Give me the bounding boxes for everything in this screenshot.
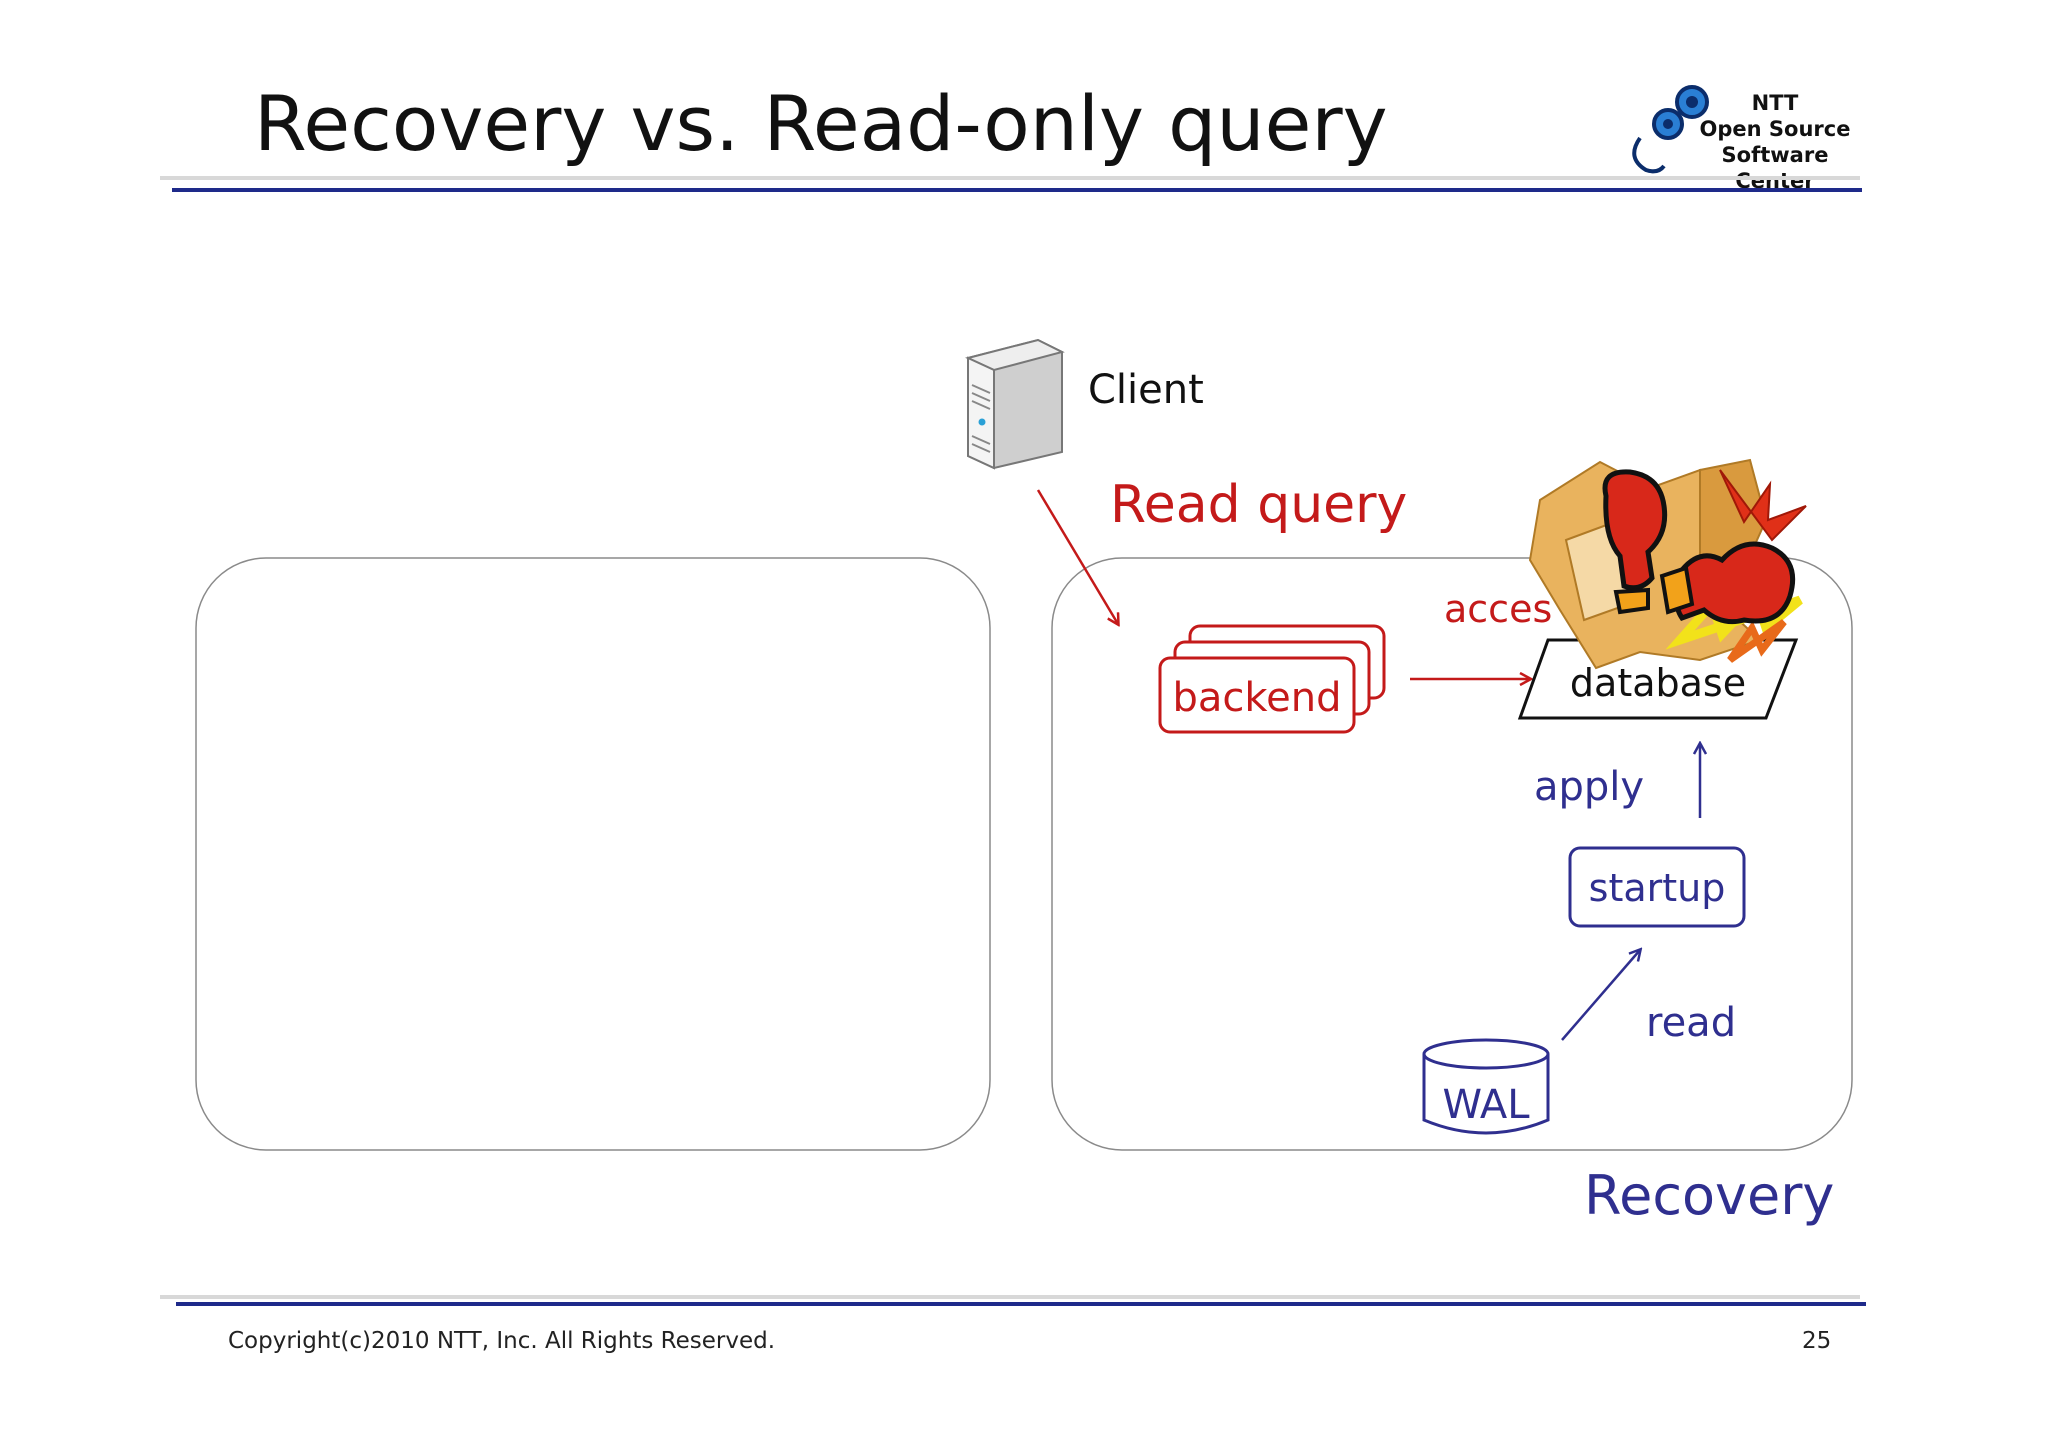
logo-line-open-source: Open Source: [1699, 117, 1851, 141]
page-number: 25: [1802, 1328, 1832, 1354]
read-query-arrow: [1036, 489, 1118, 624]
left-server-box: [195, 557, 991, 1151]
logo-circle-inner: [1686, 96, 1698, 108]
logo-swoosh: [1632, 136, 1666, 174]
ntt-logo: [1632, 85, 1709, 174]
logo-circle-mid-inner: [1663, 119, 1673, 129]
client-computer-icon: [965, 338, 1065, 470]
backend-stack: [1158, 624, 1386, 734]
client-label: Client: [1088, 367, 1204, 413]
read-query-label: Read query: [1110, 475, 1407, 535]
title-rule: [160, 176, 1862, 192]
footer-rule: [160, 1295, 1866, 1306]
startup-box: [1568, 846, 1746, 928]
footer-copyright: Copyright(c)2010 NTT, Inc. All Rights Re…: [228, 1328, 776, 1354]
wal-label: WAL: [1442, 1082, 1530, 1128]
logo-text: NTT Open Source Software Center: [1680, 90, 1870, 194]
logo-line-ntt: NTT: [1751, 91, 1799, 115]
slide-title: Recovery vs. Read-only query: [254, 79, 1388, 168]
access-label: acces: [1444, 587, 1552, 631]
apply-label: apply: [1534, 764, 1644, 810]
read-arrow: [1561, 950, 1640, 1041]
conflict-clipart-icon: [1528, 458, 1807, 670]
wal-cylinder: [1422, 1038, 1550, 1135]
database-label: database: [1570, 661, 1746, 705]
read-label: read: [1646, 1000, 1736, 1046]
recovery-label: Recovery: [1584, 1164, 1834, 1227]
startup-label: startup: [1589, 866, 1726, 910]
backend-label: backend: [1173, 675, 1342, 721]
